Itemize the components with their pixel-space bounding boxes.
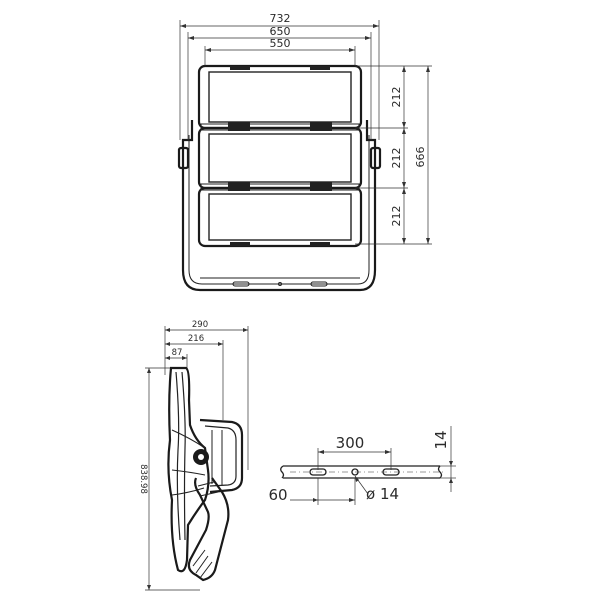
dim-650: 650 xyxy=(270,25,291,38)
panel-middle-frame xyxy=(197,126,363,190)
panel-top-frame xyxy=(197,64,363,130)
panel-top-window xyxy=(208,71,352,123)
front-view: 732 650 550 212 212 212 666 xyxy=(177,12,432,292)
dim-212-bottom: 212 xyxy=(390,206,403,227)
dim-216: 216 xyxy=(188,334,204,344)
side-body-profile xyxy=(167,366,210,573)
base-slot-left xyxy=(232,281,250,287)
bracket-center-hole xyxy=(351,468,359,476)
dim-212-middle: 212 xyxy=(390,148,403,169)
side-depth-dimensions: 290 216 87 xyxy=(164,320,249,470)
panel-middle-window xyxy=(208,133,352,183)
driver-housing xyxy=(199,418,244,494)
knob-left xyxy=(177,146,190,170)
dim-838-98: 838.98 xyxy=(138,464,148,494)
dim-290: 290 xyxy=(192,320,208,330)
hinge-strips xyxy=(200,66,360,246)
dim-550: 550 xyxy=(270,37,291,50)
panel-bottom-frame xyxy=(197,186,363,248)
panel-bottom-window xyxy=(208,193,352,241)
front-width-dimensions: 732 650 550 xyxy=(179,12,380,140)
base-slot-right xyxy=(310,281,328,287)
mounting-arm xyxy=(187,477,230,582)
dim-14-thickness: 14 xyxy=(432,430,450,449)
knob-right xyxy=(369,146,382,170)
side-view: 290 216 87 838.98 xyxy=(138,320,249,591)
front-height-dimensions: 212 212 212 666 xyxy=(355,65,432,245)
dim-212-top: 212 xyxy=(390,87,403,108)
base-hole xyxy=(278,282,282,286)
dim-666: 666 xyxy=(414,147,427,168)
dim-732: 732 xyxy=(270,12,291,25)
mounting-bracket xyxy=(181,120,377,292)
dim-60: 60 xyxy=(268,486,287,504)
bracket-detail-view: 300 14 60 ø 14 xyxy=(268,426,456,505)
dim-hole-diameter: ø 14 xyxy=(366,485,399,503)
dim-87: 87 xyxy=(172,348,183,358)
dim-300: 300 xyxy=(336,434,365,452)
